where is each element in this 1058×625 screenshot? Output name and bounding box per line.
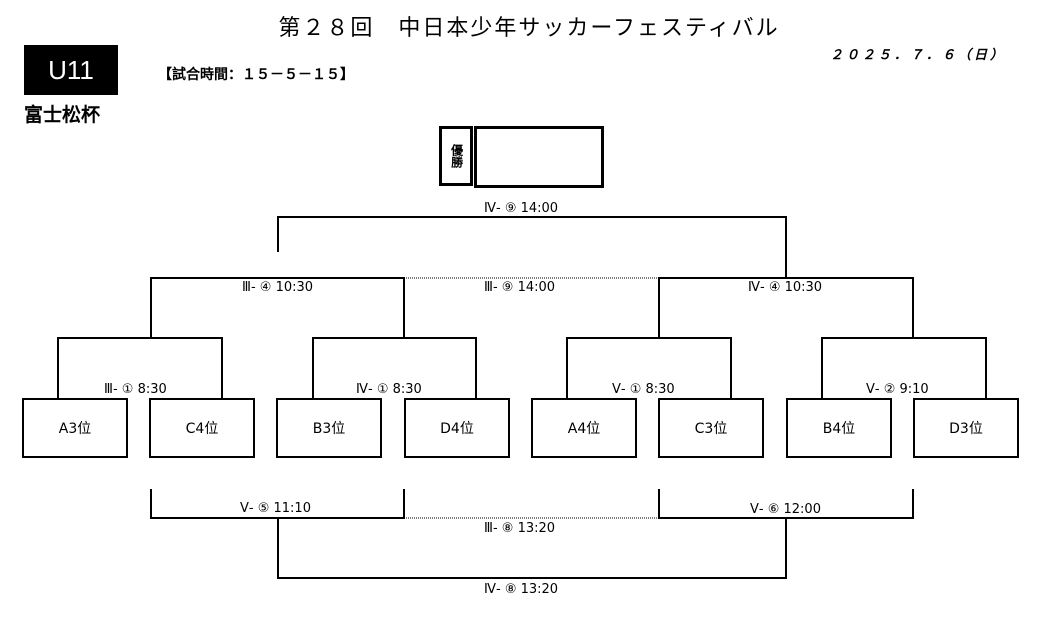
q4-line <box>821 337 987 398</box>
category-badge: U11 <box>24 45 118 95</box>
match-label-third-place: Ⅲ- ⑨ 14:00 <box>484 280 556 295</box>
match-label-cons-left: Ⅴ- ⑤ 11:10 <box>240 501 311 516</box>
match-label-q2: Ⅳ- ① 8:30 <box>356 382 422 397</box>
cup-name: 富士松杯 <box>24 104 101 126</box>
team-box: B4位 <box>786 398 892 458</box>
match-label-semi-left: Ⅲ- ④ 10:30 <box>242 280 314 295</box>
q3-line <box>566 337 732 398</box>
team-box: A4位 <box>531 398 637 458</box>
match-label-cons-final: Ⅳ- ⑧ 13:20 <box>484 582 559 597</box>
cons-final-line <box>277 518 787 579</box>
winner-box <box>474 126 604 188</box>
match-label-q4: Ⅴ- ② 9:10 <box>866 382 929 397</box>
team-box: C4位 <box>149 398 255 458</box>
team-box: D4位 <box>404 398 510 458</box>
team-box: A3位 <box>22 398 128 458</box>
match-label-semi-right: Ⅳ- ④ 10:30 <box>748 280 823 295</box>
tournament-title: 第２８回 中日本少年サッカーフェスティバル <box>278 16 780 41</box>
semi-right-line <box>658 277 914 338</box>
match-label-cons-right: Ⅴ- ⑥ 12:00 <box>750 502 821 517</box>
event-date: ２０２５．７．６（日） <box>829 48 1006 63</box>
q2-line <box>312 337 477 398</box>
team-box: C3位 <box>658 398 764 458</box>
team-box: B3位 <box>276 398 382 458</box>
match-time-note: 【試合時間：１５－５－１５】 <box>158 67 354 83</box>
match-label-final: Ⅳ- ⑨ 14:00 <box>484 201 559 216</box>
match-label-q1: Ⅲ- ① 8:30 <box>104 382 167 397</box>
semi-left-line <box>150 277 405 338</box>
q1-line <box>57 337 223 398</box>
final-line <box>277 216 787 278</box>
match-label-cons-mid: Ⅲ- ⑧ 13:20 <box>484 521 556 536</box>
match-label-q3: Ⅴ- ① 8:30 <box>612 382 675 397</box>
team-box: D3位 <box>913 398 1019 458</box>
winner-label: 優勝 <box>439 126 473 186</box>
